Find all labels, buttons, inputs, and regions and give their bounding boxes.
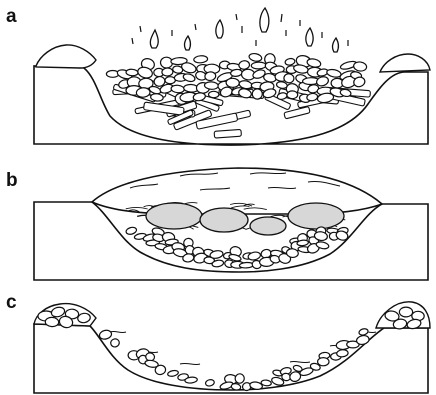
panel-a-spoil-right [380, 54, 430, 72]
stone [283, 73, 294, 83]
panel-a-sparks [132, 14, 348, 46]
panel-b-label: b [6, 170, 18, 191]
flame-icon [216, 20, 223, 38]
stone [287, 91, 298, 99]
stone [182, 73, 196, 83]
food-parcel [288, 203, 344, 229]
stone [261, 380, 272, 387]
food-parcel [250, 217, 286, 235]
stone [238, 60, 250, 70]
stone [252, 89, 262, 100]
food-parcel [200, 208, 248, 232]
panel-a: a [6, 6, 430, 145]
flame-icon [306, 28, 313, 46]
panel-c-label: c [6, 292, 17, 313]
stone [336, 349, 348, 357]
stone [285, 58, 296, 66]
panel-a-spoil-left [36, 45, 96, 68]
panel-c: c [6, 292, 430, 393]
panel-b: b [6, 168, 428, 280]
flame-icon [333, 38, 339, 52]
stone [204, 81, 218, 89]
stone [239, 262, 253, 268]
stone [205, 379, 215, 387]
stone [297, 240, 309, 247]
food-parcel [146, 203, 202, 229]
stone [358, 328, 368, 336]
firewood-log [214, 129, 241, 138]
stone [399, 307, 412, 317]
stone [167, 370, 179, 378]
stone [277, 92, 288, 100]
panel-a-label: a [6, 6, 17, 27]
stone [286, 248, 299, 258]
stone [110, 338, 120, 348]
stone [248, 53, 262, 63]
stone [162, 68, 173, 77]
stone [208, 91, 218, 97]
stone [99, 329, 113, 340]
flame-icon [185, 36, 191, 50]
flame-icon [150, 30, 158, 48]
stone [251, 62, 266, 69]
stone [45, 317, 59, 327]
stone [194, 55, 208, 63]
stone [326, 68, 342, 78]
panel-a-flames [150, 8, 338, 52]
stone [185, 377, 198, 384]
stone [136, 87, 150, 97]
stone [125, 226, 137, 235]
stone [353, 61, 367, 72]
flame-icon [260, 8, 269, 32]
stone [318, 358, 329, 366]
stone [126, 69, 138, 76]
stone [226, 78, 239, 87]
